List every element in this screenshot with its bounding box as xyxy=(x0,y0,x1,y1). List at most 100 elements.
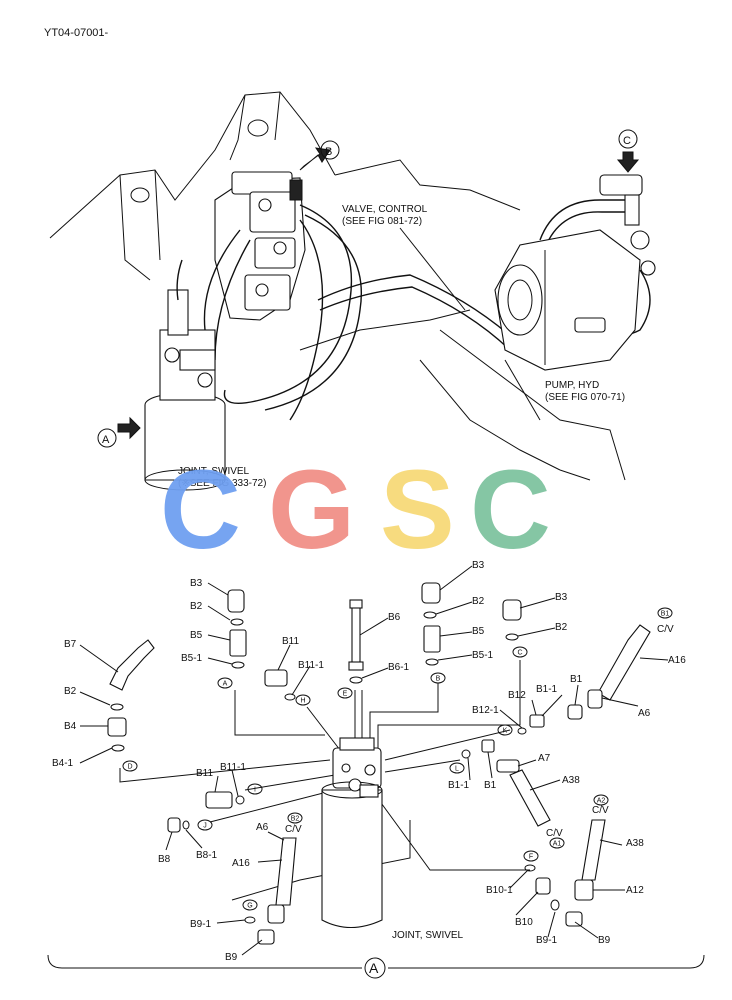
route-tag-e: E xyxy=(337,687,353,699)
pump-title-line1: PUMP, HYD xyxy=(545,380,599,391)
route-tag-l: L xyxy=(449,762,465,774)
part-label-b5: B5 xyxy=(190,630,203,641)
part-label-b1: B1 xyxy=(570,674,583,685)
swivel-title-line2: (※SEE FIG 333-72) xyxy=(178,478,266,489)
route-tag-a: A xyxy=(217,677,233,689)
route-tag-k: K xyxy=(497,724,513,736)
part-label-b2: B2 xyxy=(64,686,77,697)
part-label-b9-1: B9-1 xyxy=(190,919,212,930)
part-label-b1-1: B1-1 xyxy=(536,684,558,695)
route-tag-ring xyxy=(449,762,465,774)
swivel-joint-bottom-title: JOINT, SWIVEL xyxy=(392,930,464,941)
route-tag-ring xyxy=(523,850,539,862)
part-label-a12: A12 xyxy=(626,885,644,896)
part-label-b9-1: B9-1 xyxy=(536,935,558,946)
part-label-a7: A7 xyxy=(538,753,551,764)
callout-a-label: A xyxy=(102,434,110,446)
cgsc-watermark: C G S C xyxy=(160,447,551,572)
part-label-b3: B3 xyxy=(472,560,485,571)
assembly-titles: VALVE, CONTROL (SEE FIG 081-72) PUMP, HY… xyxy=(178,204,625,489)
part-label-b7: B7 xyxy=(64,639,77,650)
swivel-joint-top-illustration xyxy=(144,259,226,491)
view-a-label: A xyxy=(369,960,379,976)
route-tag-ring xyxy=(657,607,673,619)
part-label-b6: B6 xyxy=(388,612,401,623)
view-a-bracket: A xyxy=(47,954,705,979)
part-label-a6: A6 xyxy=(256,822,269,833)
route-tag-d: D xyxy=(122,760,138,772)
part-label-b1-1: B1-1 xyxy=(448,780,470,791)
route-tag-text: B xyxy=(436,676,441,683)
part-label-b8-1: B8-1 xyxy=(196,850,218,861)
view-callouts: B C A xyxy=(97,129,640,448)
document-id: YT04-07001- xyxy=(44,27,109,39)
route-tag-text: K xyxy=(503,728,508,735)
route-tag-text: J xyxy=(203,823,207,830)
route-tag-text: F xyxy=(529,854,533,861)
route-tag-ring xyxy=(497,724,513,736)
part-label-c-v: C/V xyxy=(592,805,609,816)
part-label-a38: A38 xyxy=(562,775,580,786)
route-tag-text: B1 xyxy=(661,611,670,618)
part-label-b3: B3 xyxy=(555,592,568,603)
route-tag-ring xyxy=(295,694,311,706)
part-label-b3: B3 xyxy=(190,578,203,589)
route-tag-text: I xyxy=(254,787,256,794)
watermark-letter-2: G xyxy=(268,447,355,572)
part-label-b11-1: B11-1 xyxy=(220,762,246,773)
part-label-b2: B2 xyxy=(190,601,203,612)
control-valve-illustration xyxy=(203,171,324,421)
route-tag-text: D xyxy=(127,764,132,771)
swivel-joint-assembly xyxy=(119,660,530,928)
callout-c-label: C xyxy=(623,135,631,147)
valve-title-line2: (SEE FIG 081-72) xyxy=(342,216,422,227)
part-label-a38: A38 xyxy=(626,838,644,849)
part-label-b11: B11 xyxy=(196,768,213,779)
fittings xyxy=(107,582,651,945)
part-label-b5-1: B5-1 xyxy=(181,653,203,664)
part-label-b4: B4 xyxy=(64,721,77,732)
route-tag-ring xyxy=(287,812,303,824)
route-tag-f: F xyxy=(523,850,539,862)
part-label-b8: B8 xyxy=(158,854,171,865)
route-tag-ring xyxy=(197,819,213,831)
route-tag-ring xyxy=(512,646,528,658)
route-tag-text: A1 xyxy=(553,841,562,848)
part-label-b11: B11 xyxy=(282,636,299,647)
part-label-c-v: C/V xyxy=(657,624,674,635)
route-tag-text: G xyxy=(247,903,252,910)
route-tag-text: C xyxy=(517,650,522,657)
part-label-c-v: C/V xyxy=(546,828,563,839)
route-tag-ring xyxy=(593,794,609,806)
watermark-letter-4: C xyxy=(470,447,551,572)
route-tag-a1: A1 xyxy=(549,837,565,849)
watermark-letter-1: C xyxy=(160,447,241,572)
route-tag-ring xyxy=(122,760,138,772)
part-label-c-v: C/V xyxy=(285,824,302,835)
callout-b-label: B xyxy=(325,146,332,158)
route-tag-ring xyxy=(430,672,446,684)
route-tag-text: L xyxy=(455,766,459,773)
route-tag-text: A2 xyxy=(597,798,606,805)
watermark-letter-3: S xyxy=(380,447,455,572)
part-label-b2: B2 xyxy=(472,596,485,607)
route-tag-j: J xyxy=(197,819,213,831)
leader-lines xyxy=(79,565,669,956)
part-label-b12: B12 xyxy=(508,690,526,701)
part-label-b1: B1 xyxy=(484,780,497,791)
route-tag-h: H xyxy=(295,694,311,706)
part-label-a16: A16 xyxy=(232,858,250,869)
part-label-b10-1: B10-1 xyxy=(486,885,513,896)
part-label-b5: B5 xyxy=(472,626,485,637)
route-tag-text: H xyxy=(300,698,305,705)
part-label-b2: B2 xyxy=(555,622,568,633)
part-label-b11-1: B11-1 xyxy=(298,660,324,671)
route-tag-b2: B2 xyxy=(287,812,303,824)
part-label-a16: A16 xyxy=(668,655,686,666)
route-tag-text: B2 xyxy=(291,816,300,823)
route-tag-b1: B1 xyxy=(657,607,673,619)
